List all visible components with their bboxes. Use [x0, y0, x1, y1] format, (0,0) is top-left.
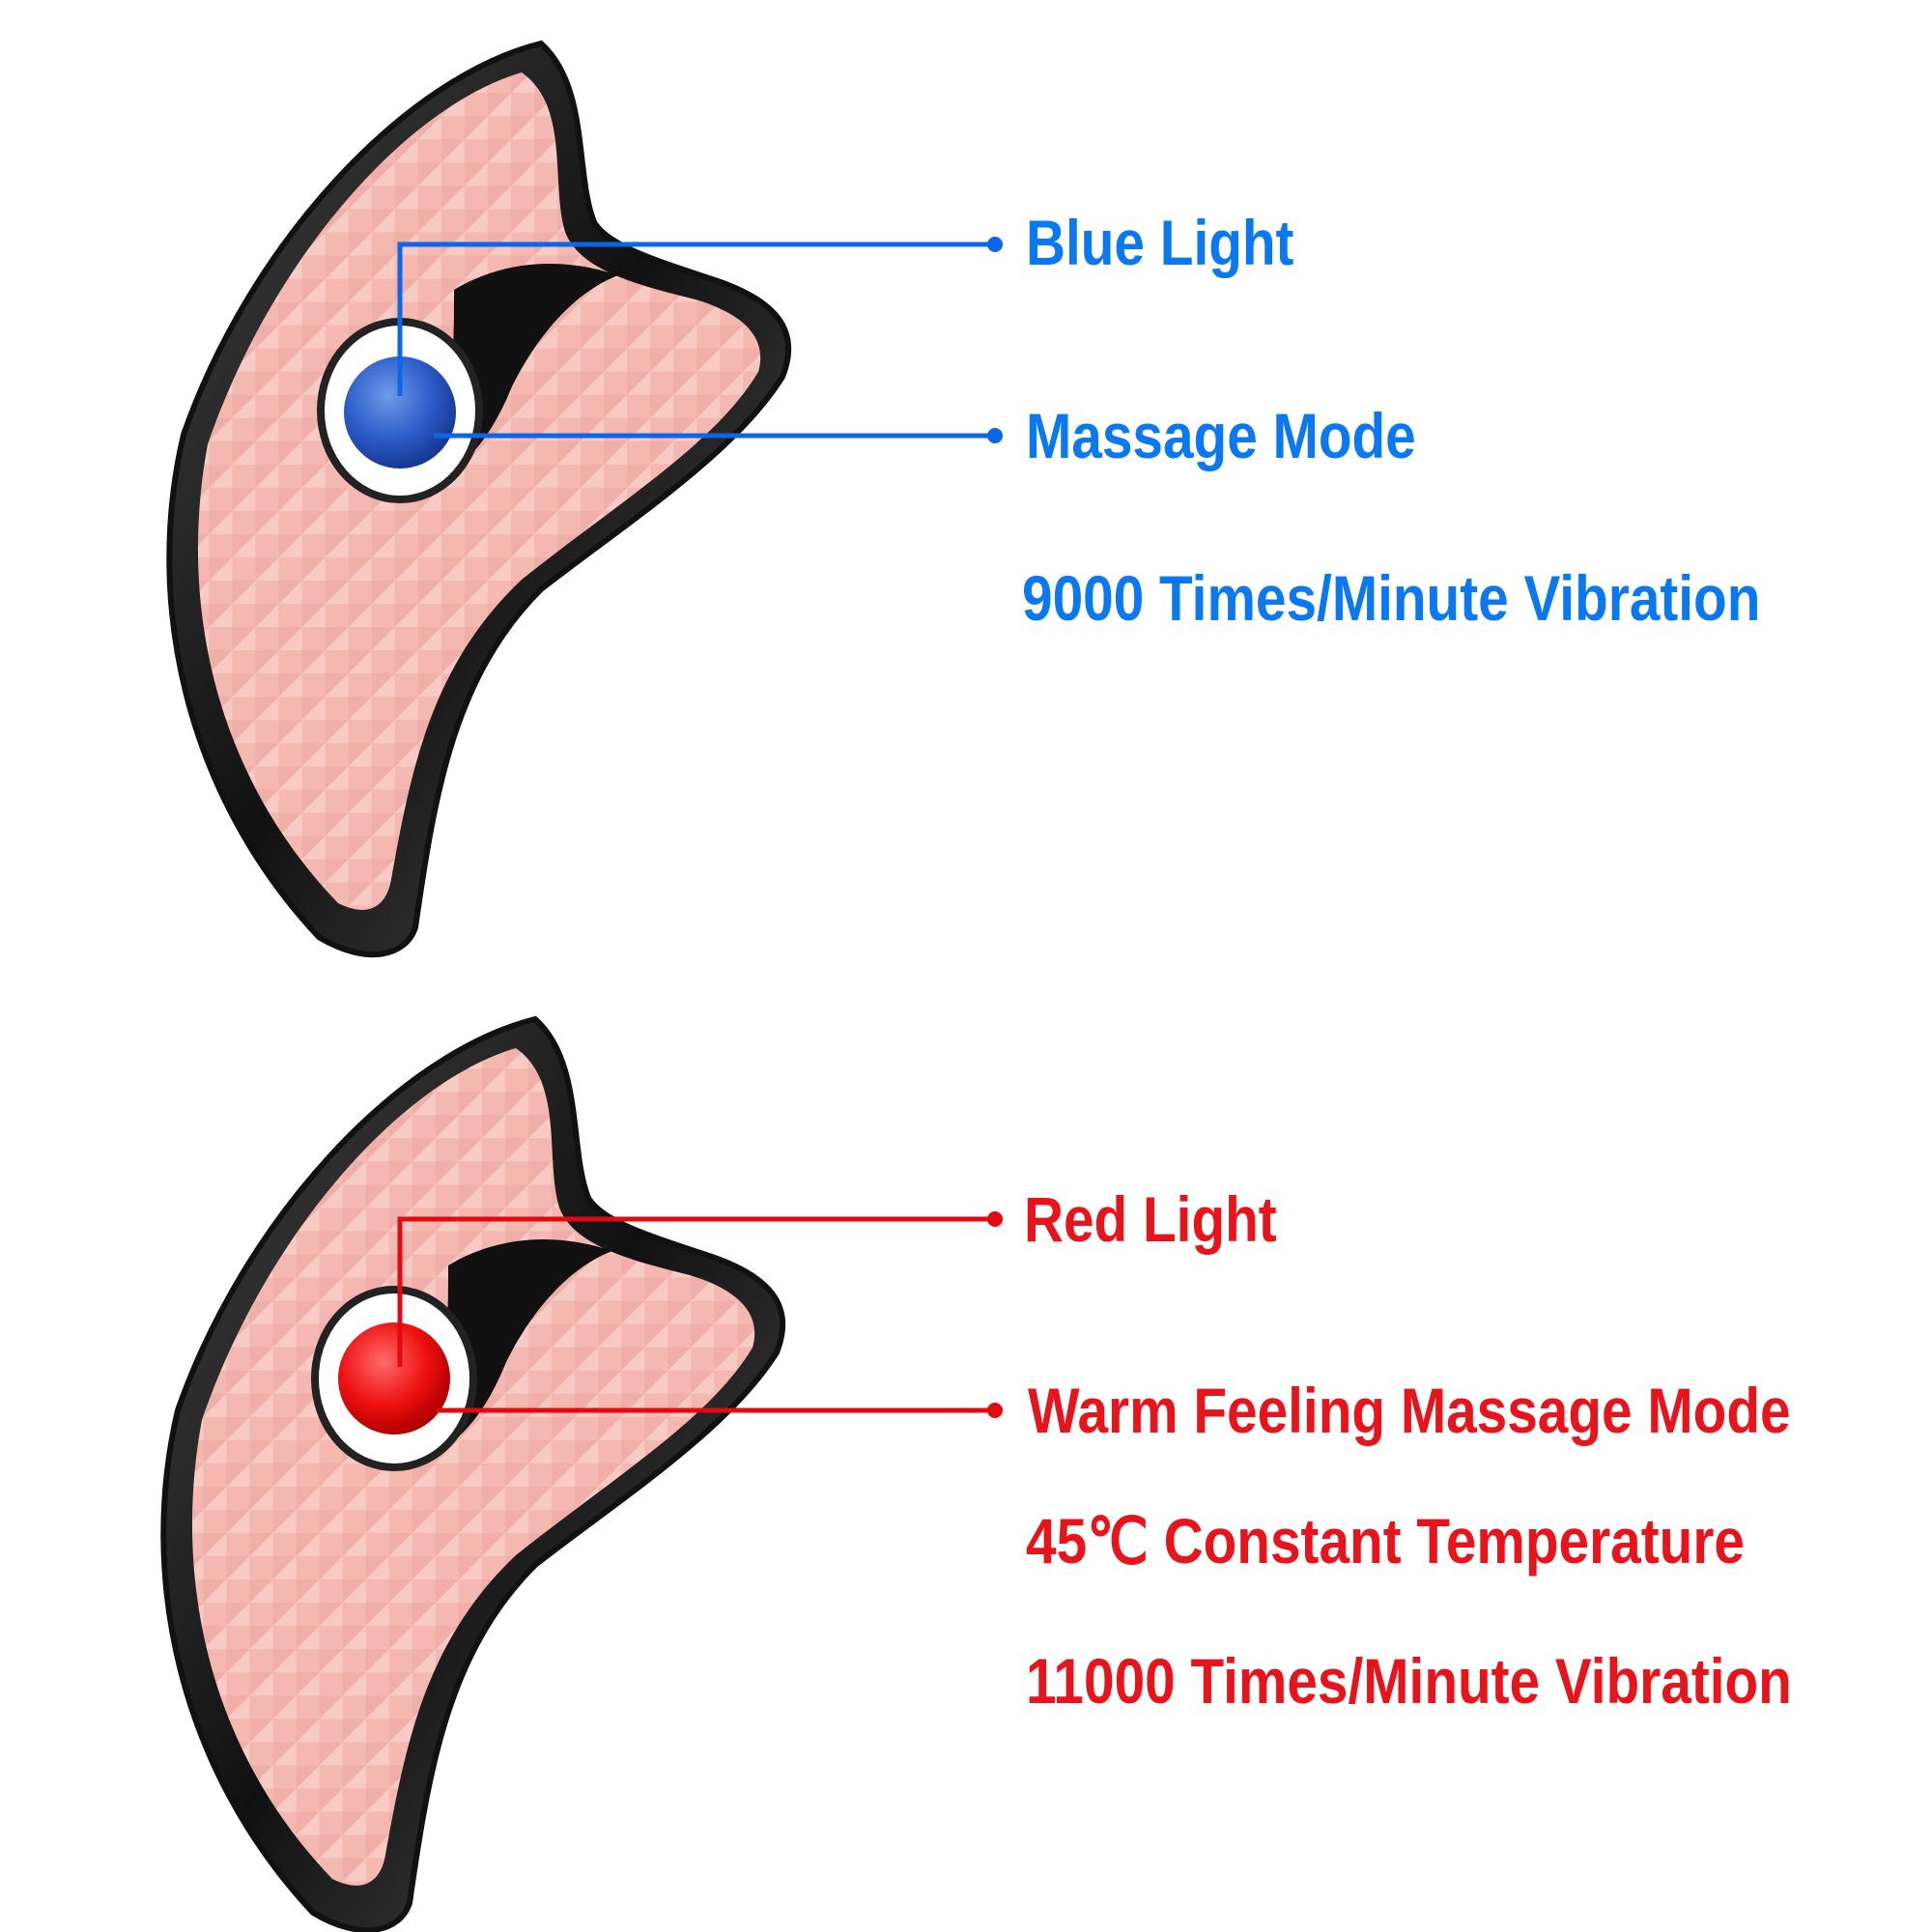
- red-light-label: Red Light: [1024, 1183, 1277, 1255]
- blue-vibration-label: 9000 Times/Minute Vibration: [1022, 562, 1761, 634]
- temperature-label: 45℃ Constant Temperature: [1026, 1505, 1745, 1577]
- massage-mode-label: Massage Mode: [1026, 400, 1416, 471]
- massager-device-red: [160, 1015, 786, 1932]
- massage-mode-callout-dot: [987, 428, 1003, 443]
- red-light-callout-dot: [987, 1211, 1003, 1227]
- blue-light-ball: [344, 356, 456, 469]
- warm-mode-callout-dot: [987, 1403, 1003, 1418]
- warm-massage-mode-label: Warm Feeling Massage Mode: [1028, 1375, 1791, 1446]
- blue-light-callout: [397, 242, 995, 439]
- red-light-callout: [397, 1216, 995, 1413]
- red-light-ball: [338, 1322, 450, 1435]
- red-vibration-label: 11000 Times/Minute Vibration: [1026, 1645, 1792, 1717]
- blue-light-label: Blue Light: [1026, 207, 1294, 278]
- massager-device-blue: [166, 40, 792, 958]
- blue-light-callout-dot: [987, 237, 1003, 252]
